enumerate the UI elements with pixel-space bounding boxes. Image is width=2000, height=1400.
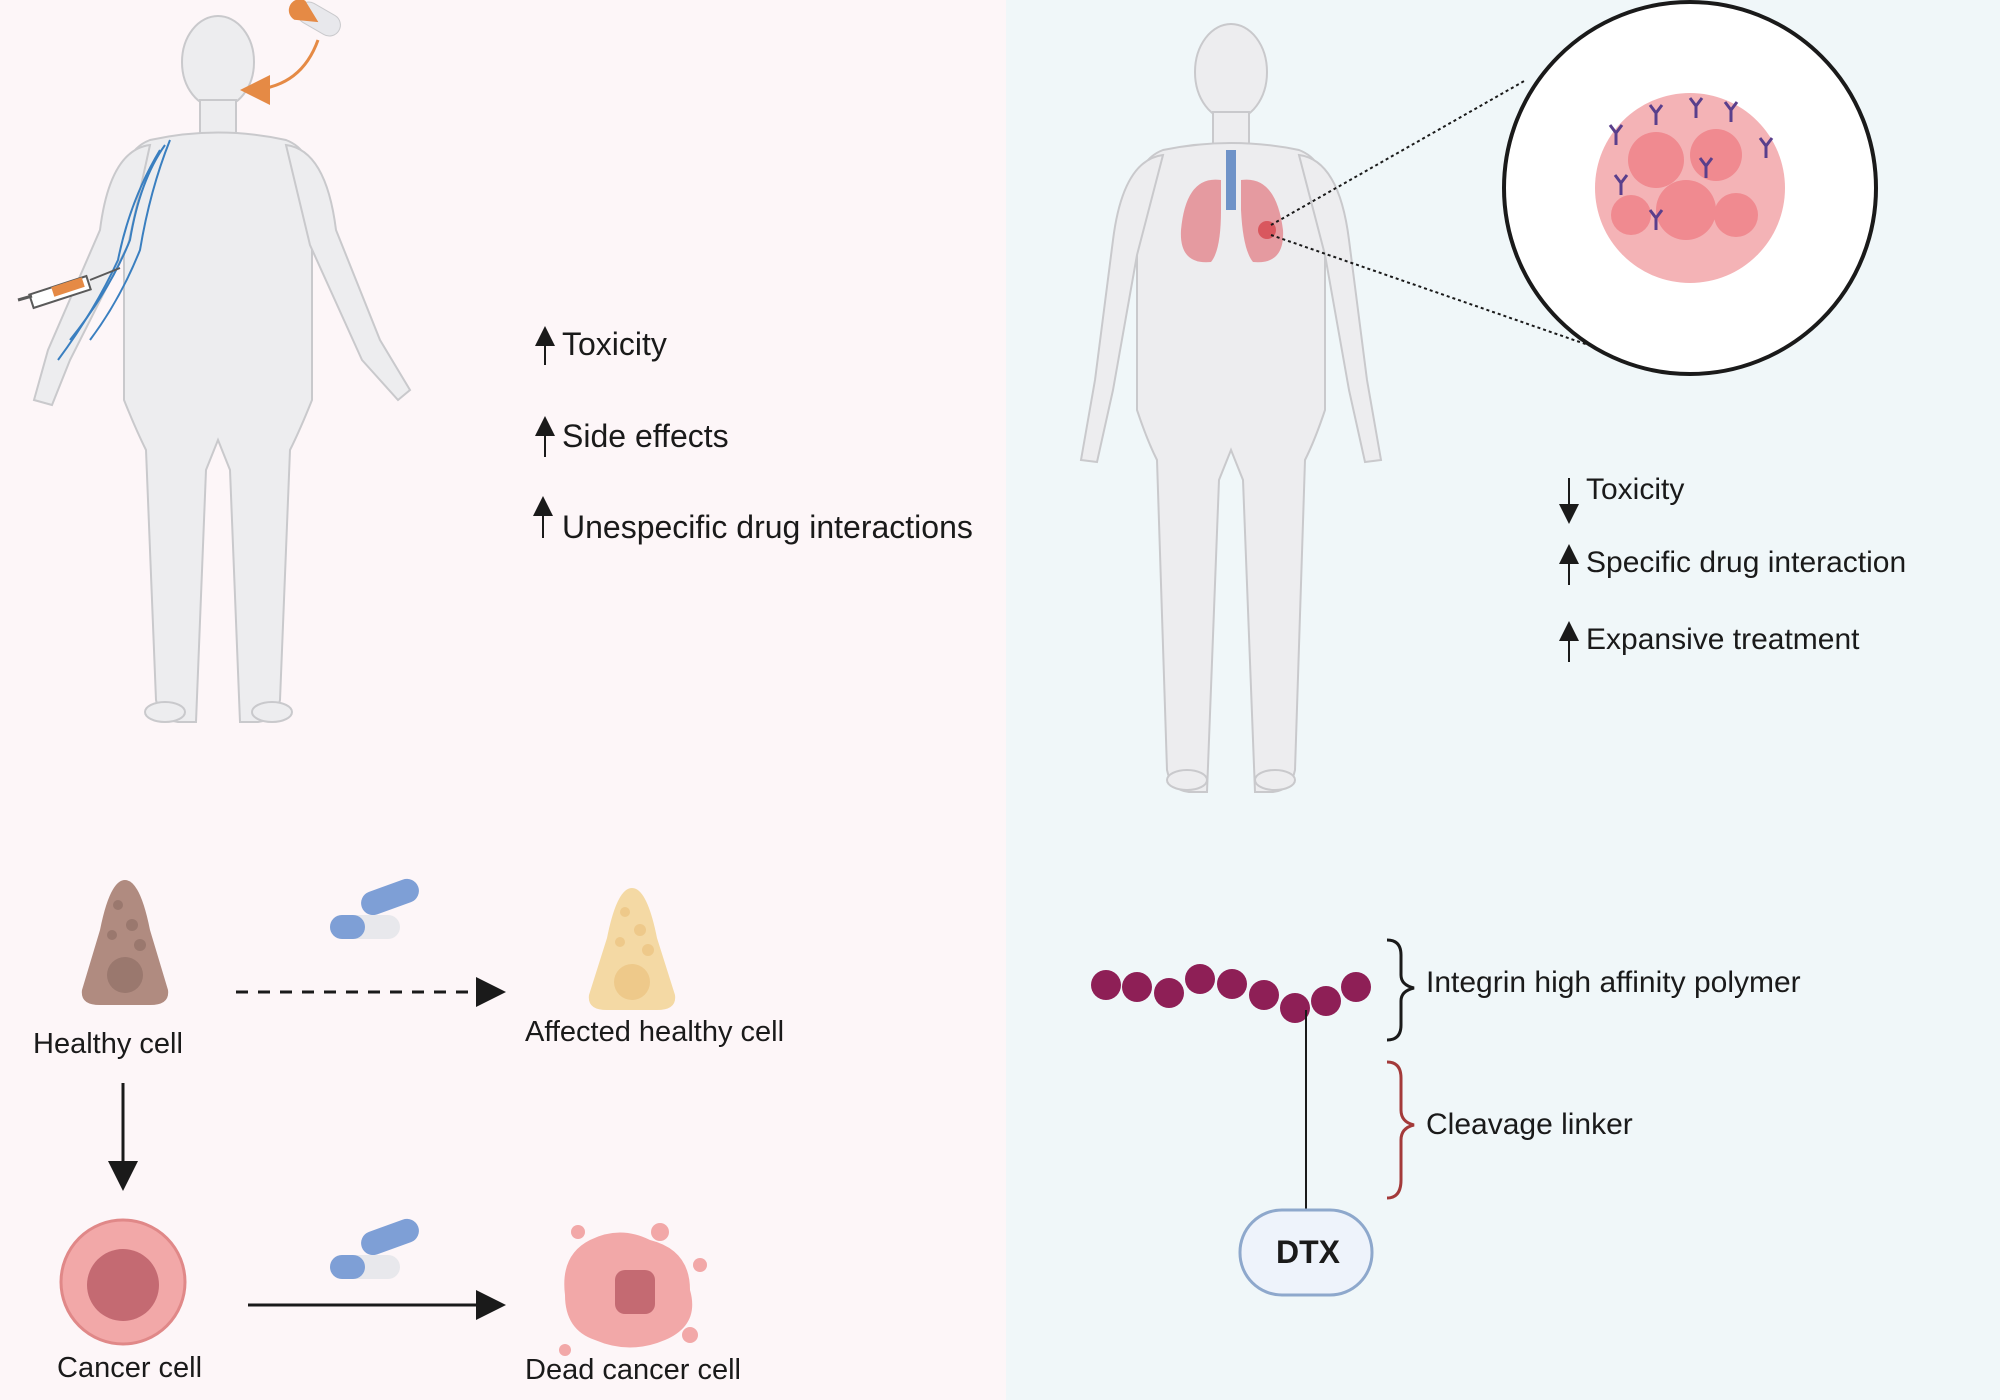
effect-label-side-effects-up: Side effects — [562, 418, 729, 454]
capsule-icon-bottom — [330, 1218, 419, 1279]
cancer-cell-icon — [59, 1218, 187, 1346]
effect-label-specific-interaction-up: Specific drug interaction — [1586, 546, 1907, 579]
effect-label-unspecific-interactions-up: Unespecific drug interactions — [562, 509, 973, 545]
dtx-drug-box — [1238, 1208, 1374, 1297]
healthy-cell-icon — [81, 880, 169, 1005]
effect-label-toxicity-down: Toxicity — [1586, 473, 1685, 506]
human-body-left — [32, 15, 412, 723]
syringe-icon — [17, 267, 121, 310]
affected-cell-label: Affected healthy cell — [525, 1016, 785, 1048]
left-arm — [284, 143, 412, 402]
zoom-line-top — [1270, 79, 1527, 226]
cancer-cell-label: Cancer cell — [57, 1352, 203, 1384]
human-body-right — [1079, 23, 1383, 793]
neck — [199, 99, 237, 135]
dead-cancer-cell-icon — [559, 1223, 707, 1356]
effect-label-expensive-treatment-up: Expansive treatment — [1586, 623, 1860, 656]
tumor-magnification — [1502, 0, 1878, 376]
zoom-line-bottom — [1270, 234, 1647, 366]
torso-legs — [123, 131, 313, 723]
veins — [57, 139, 171, 361]
head — [181, 15, 255, 109]
linker-label: Cleavage linker — [1426, 1108, 1633, 1141]
integrin-polymer-chain — [1091, 964, 1371, 1023]
targeted-therapy-panel: Toxicity Specific drug interaction Expan… — [1006, 0, 2000, 1400]
oral-route-arrow — [240, 39, 320, 105]
right-arm — [32, 143, 152, 407]
dtx-label: DTX — [1276, 1234, 1340, 1270]
conventional-therapy-panel: Toxicity Side effects Unespecific drug i… — [17, 0, 973, 1386]
polymer-bracket — [1386, 938, 1415, 1042]
affected-cell-icon — [588, 888, 676, 1010]
left-illustration — [17, 0, 707, 1356]
lungs-icon — [1180, 150, 1284, 263]
right-illustration — [1079, 0, 1878, 1297]
effect-label-toxicity-up: Toxicity — [562, 326, 667, 362]
right-foot — [144, 701, 186, 723]
oral-capsule-icon — [288, 0, 341, 37]
dead-cancer-cell-label: Dead cancer cell — [525, 1354, 741, 1386]
capsule-icon-top — [330, 878, 419, 939]
healthy-cell-label: Healthy cell — [33, 1028, 183, 1060]
antibody-icons — [1608, 97, 1774, 230]
linker-bracket — [1386, 1060, 1415, 1200]
left-foot — [251, 701, 293, 723]
polymer-label: Integrin high affinity polymer — [1426, 966, 1801, 999]
